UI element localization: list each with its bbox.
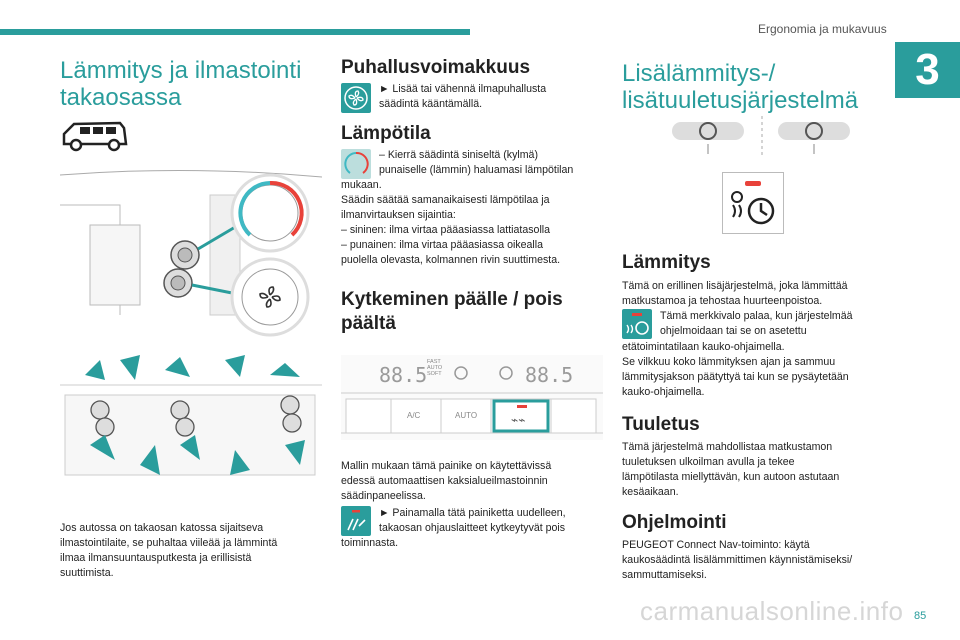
heating-text-2: etätoimintatilaan kauko-ohjaimella. Se v… xyxy=(622,341,849,398)
left-display: 88.5 xyxy=(379,363,428,387)
top-accent-bar xyxy=(0,29,470,35)
mode-labels: FAST AUTO SOFT xyxy=(427,359,443,377)
onoff-heading: Kytkeminen päälle / pois päältä xyxy=(341,289,563,334)
heating-text: Tämä on erillinen lisäjärjestelmä, joka … xyxy=(622,280,848,307)
van-icon xyxy=(62,121,128,152)
section-heading: Lämmitys ja ilmastointi takaosassa xyxy=(60,57,302,111)
blower-heading: Puhallusvoimakkuus xyxy=(341,57,531,78)
heater-indicator-icon xyxy=(622,309,652,339)
aux-section-heading: Lisälämmitys-/ lisätuuletusjärjestelmä xyxy=(622,60,859,114)
auto-button[interactable]: AUTO xyxy=(455,411,478,420)
right-display: 88.5 xyxy=(525,363,574,387)
temperature-text: mukaan. Säädin säätää samanaikaisesti lä… xyxy=(341,179,561,266)
aux-heater-icon xyxy=(722,172,784,234)
control-panel-illustration: 88.5 88.5 FAST AUTO SOFT A/C AUTO ⌁⌁ xyxy=(341,355,603,440)
fan-icon xyxy=(341,83,371,113)
press-text: toiminnasta. xyxy=(341,537,399,549)
rear-dials-illustration xyxy=(60,169,322,337)
temperature-heading: Lämpötila xyxy=(341,123,431,144)
ventilation-heading: Tuuletus xyxy=(622,414,700,435)
ventilation-text: Tämä järjestelmä mahdollistaa matkustamo… xyxy=(622,441,840,498)
steering-wheel-icons xyxy=(672,116,850,156)
blower-text: ► Lisää tai vähennä ilmapuhallusta säädi… xyxy=(379,83,547,110)
press-text-icon: ► Painamalla tätä painiketta uudelleen, … xyxy=(379,507,566,534)
ac-button[interactable]: A/C xyxy=(407,411,421,420)
heating-icon-text: Tämä merkkivalo palaa, kun järjestelmää … xyxy=(660,310,853,337)
page-number: 85 xyxy=(914,610,927,622)
heating-heading: Lämmitys xyxy=(622,252,711,273)
airflow-illustration xyxy=(60,355,322,476)
rear-climate-icon xyxy=(341,506,371,536)
temperature-text-icon: – Kierrä säädintä siniseltä (kylmä) puna… xyxy=(379,149,574,176)
section-title: Ergonomia ja mukavuus xyxy=(758,22,887,36)
rear-body-text: Jos autossa on takaosan katossa sijaitse… xyxy=(60,522,278,579)
watermark: carmanualsonline.info xyxy=(640,596,904,626)
programming-text: PEUGEOT Connect Nav-toiminto: käytä kauk… xyxy=(622,539,853,581)
onoff-text: Mallin mukaan tämä painike on käytettävi… xyxy=(341,460,552,502)
chapter-number: 3 xyxy=(895,42,960,98)
rear-heating-button-icon[interactable]: ⌁⌁ xyxy=(511,413,526,427)
programming-heading: Ohjelmointi xyxy=(622,512,727,533)
temperature-dial-icon xyxy=(341,149,371,179)
